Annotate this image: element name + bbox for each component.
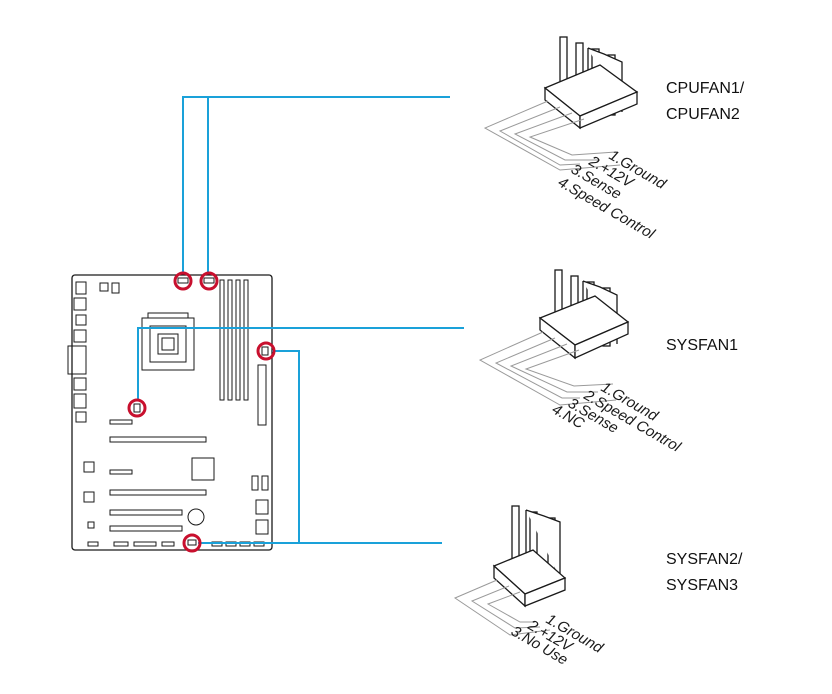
cpufan-header-name: CPUFAN1/ CPUFAN2 <box>666 76 744 128</box>
motherboard-layout-icon <box>67 274 273 551</box>
sysfan1-pin-wires <box>478 331 617 406</box>
sysfan23-header-name: SYSFAN2/ SYSFAN3 <box>666 547 742 599</box>
cpufan-pin-labels: 1.Ground 2.+12V 3.Sense 4.Speed Control <box>555 147 669 243</box>
four-pin-header-icon <box>543 36 639 130</box>
red-circle-marker-icon <box>127 271 276 553</box>
four-pin-header-icon <box>538 269 630 360</box>
cpufan-pin-wires <box>483 100 621 171</box>
sysfan1-name-line1: SYSFAN1 <box>666 337 739 354</box>
sysfan23-pin-labels: 1.Ground 2.+12V 3.No Use <box>508 611 606 669</box>
sysfan23-pin-wires <box>453 579 551 636</box>
leader-lines <box>137 96 464 544</box>
sysfan1-pin-labels: 1.Ground 2.Speed Control 3.Sense 4.NC <box>549 379 684 456</box>
sysfan23-name-line2: SYSFAN3 <box>666 577 739 594</box>
three-pin-header-icon <box>492 505 567 608</box>
sysfan23-name-line1: SYSFAN2/ <box>666 551 743 568</box>
sysfan1-header-name: SYSFAN1 <box>666 333 738 359</box>
cpufan-name-line1: CPUFAN1/ <box>666 80 745 97</box>
cpufan-name-line2: CPUFAN2 <box>666 106 740 123</box>
